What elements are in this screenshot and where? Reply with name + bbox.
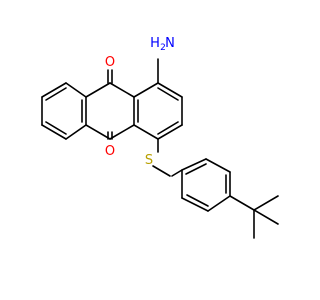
bond [109,82,135,98]
bond [171,169,183,177]
bond [85,82,111,98]
bond [253,209,279,225]
bond [65,82,87,98]
bond [207,195,231,212]
bond [65,124,87,140]
bond [133,124,159,140]
bond [181,197,209,212]
bond [157,82,183,98]
bond [229,195,255,211]
bond-layer [41,58,279,239]
bond [205,158,231,173]
bond [85,124,111,140]
bond [253,195,279,211]
bond [45,87,67,101]
bond [181,158,207,171]
bond [157,87,179,101]
bond [152,165,171,177]
oxygen-bottom-label: O [105,144,115,159]
bond [41,82,67,98]
amine-hydrogen-count: 2 [160,43,166,53]
amine-hydrogen-label: H [150,36,160,51]
bond [185,163,207,175]
bond [186,194,209,207]
bond [41,124,67,140]
atom-label-layer: O O H 2 N S [105,36,175,168]
amine-nitrogen-label: N [165,36,175,51]
bond [109,124,135,140]
structure-canvas: O O H 2 N S [41,36,279,239]
bond [157,124,183,140]
oxygen-top-label: O [105,55,115,70]
sulfur-label: S [145,153,153,168]
bond [133,82,159,98]
molecule-drawing: O O H 2 N S [41,36,279,239]
bond [157,121,179,135]
bond [45,121,67,135]
